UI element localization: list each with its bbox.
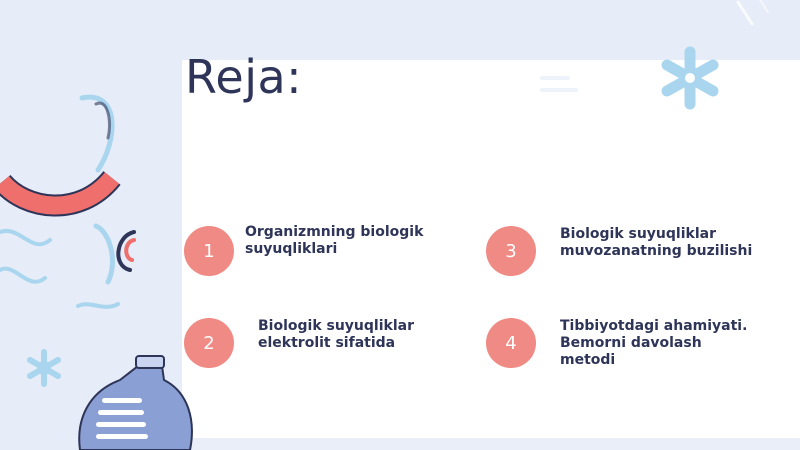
tube-decoration — [93, 223, 115, 285]
agenda-item-label: Tibbiyotdagi ahamiyati. Bemorni davolash… — [560, 318, 748, 368]
small-molecule-icon — [27, 349, 61, 387]
item-number-badge: 2 — [184, 318, 234, 368]
slide-title: Reja: — [185, 50, 303, 104]
item-number-badge: 1 — [184, 226, 234, 276]
tube-decoration — [79, 94, 115, 173]
agenda-item-label: Organizmning biologik suyuqliklari — [245, 224, 424, 257]
bar-decoration — [540, 76, 570, 80]
bar-decoration — [540, 88, 578, 92]
item-number-badge: 3 — [486, 226, 536, 276]
bottle-icon — [78, 355, 193, 450]
agenda-item-label: Biologik suyuqliklar muvozanatning buzil… — [560, 226, 753, 259]
molecule-icon — [661, 46, 719, 110]
streak-decoration — [759, 0, 769, 13]
arc-decoration — [0, 171, 120, 215]
streak-decoration — [736, 0, 754, 26]
agenda-item-label: Biologik suyuqliklar elektrolit sifatida — [258, 318, 414, 351]
bottom-strip — [182, 438, 800, 450]
small-arc-decoration — [116, 230, 136, 272]
item-number-badge: 4 — [486, 318, 536, 368]
